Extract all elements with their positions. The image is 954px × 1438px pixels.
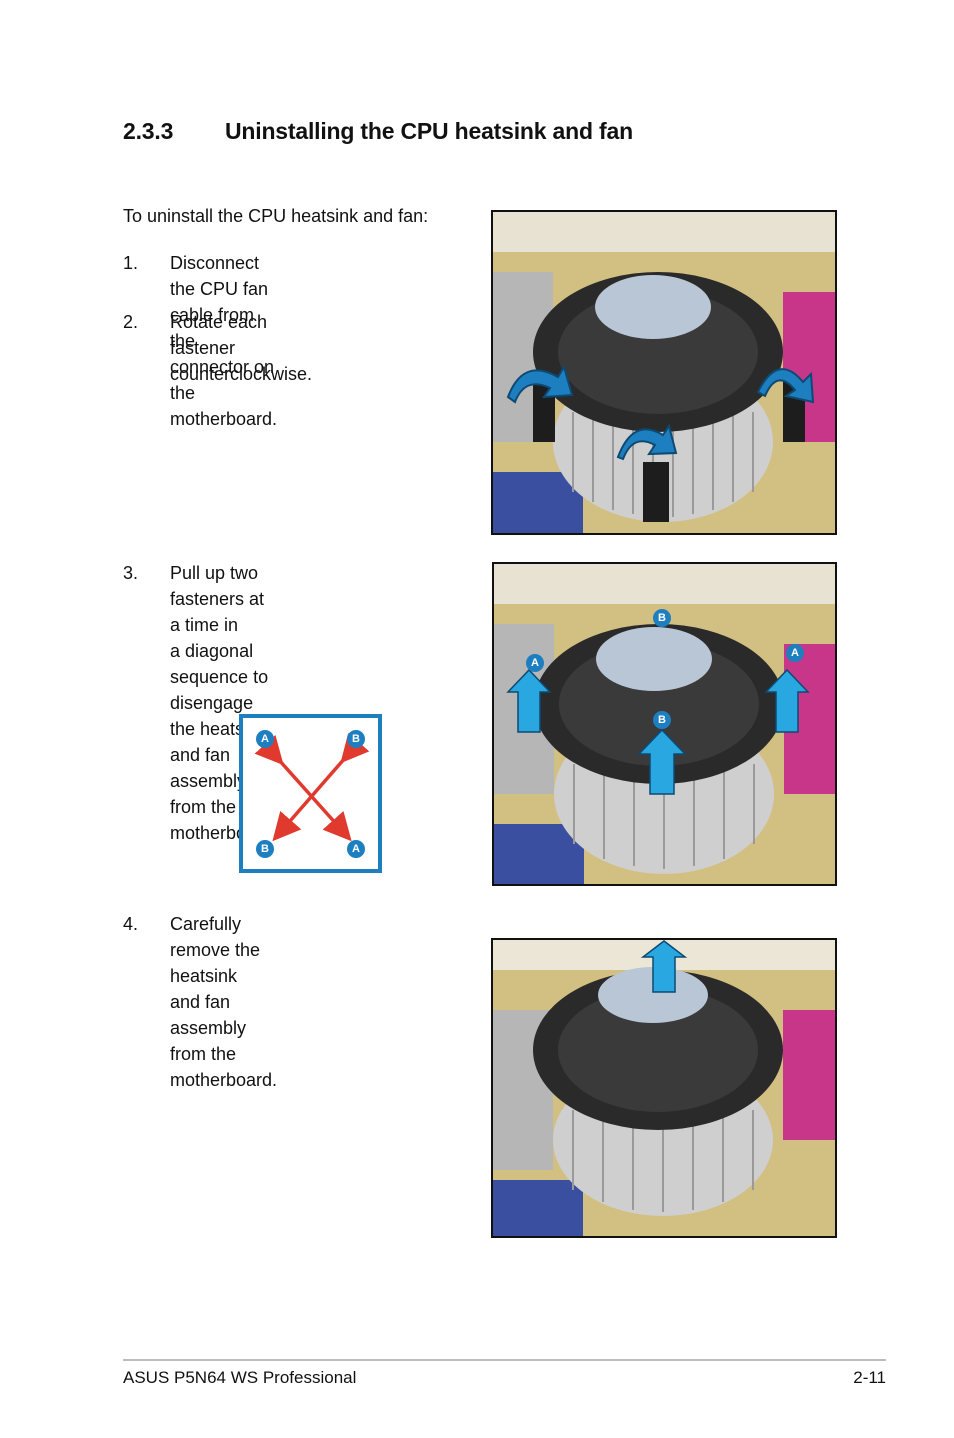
fastener-label-b-center: B xyxy=(653,711,671,729)
step-number: 3. xyxy=(123,563,139,583)
photo-rotate-fasteners xyxy=(491,210,837,535)
step-text: Rotate each fastener counterclockwise. xyxy=(170,312,313,384)
diagram-label-bottom-left: B xyxy=(256,840,274,858)
fastener-label-b-top: B xyxy=(653,609,671,627)
step-number: 4. xyxy=(123,914,139,934)
footer-rule xyxy=(123,1359,886,1361)
diagram-label-top-right: B xyxy=(347,730,365,748)
intro-text: To uninstall the CPU heatsink and fan: xyxy=(123,206,429,226)
photo-remove-assembly xyxy=(491,938,837,1238)
step-text: Disconnect the CPU fan cable from the co… xyxy=(170,253,278,429)
footer-page-number: 2-11 xyxy=(853,1368,886,1387)
step-text: Carefully remove the heatsink and fan as… xyxy=(170,914,278,1090)
step-text: Pull up two fasteners at a time in a dia… xyxy=(170,563,278,843)
diagram-label-bottom-right: A xyxy=(347,840,365,858)
diagram-label-top-left: A xyxy=(256,730,274,748)
step-number: 1. xyxy=(123,253,139,273)
footer-product-name: ASUS P5N64 WS Professional xyxy=(123,1368,357,1387)
cross-arrows xyxy=(254,732,370,842)
photo-pull-fasteners: B A A B xyxy=(492,562,837,886)
section-heading: 2.3.3 Uninstalling the CPU heatsink and f… xyxy=(123,118,633,145)
section-number: 2.3.3 xyxy=(123,118,174,144)
fastener-label-a-right: A xyxy=(786,644,804,662)
section-title: Uninstalling the CPU heatsink and fan xyxy=(225,118,633,144)
step-number: 2. xyxy=(123,312,139,332)
diagonal-sequence-diagram: A B B A xyxy=(239,714,382,873)
fastener-label-a-left: A xyxy=(526,654,544,672)
